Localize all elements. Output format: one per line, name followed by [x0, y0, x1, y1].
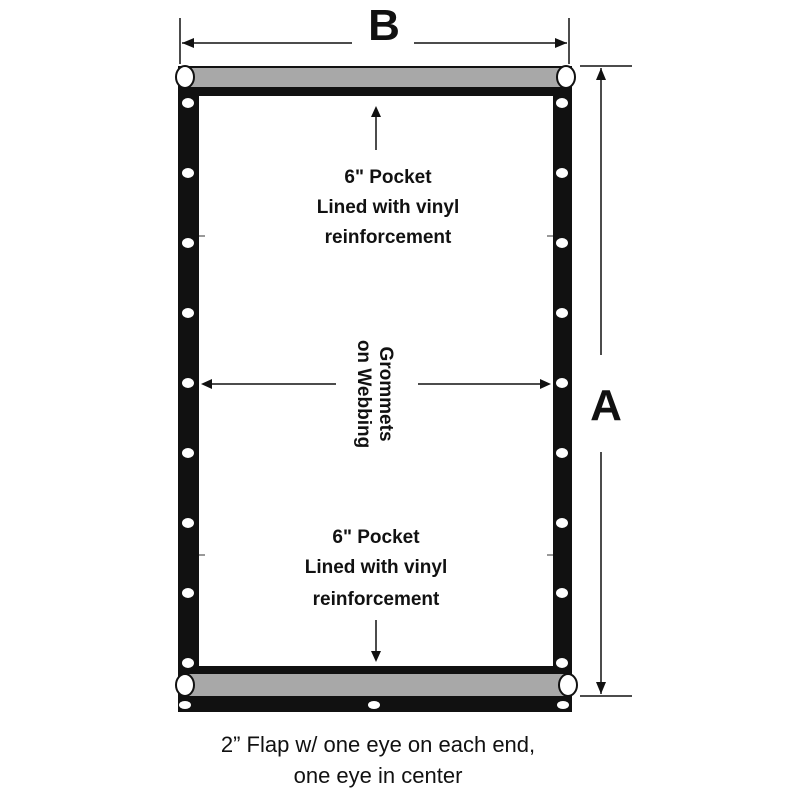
bottom-pocket-text-3: reinforcement — [313, 589, 440, 610]
grommet — [182, 588, 194, 598]
webbing-text-1: Grommets — [375, 346, 396, 441]
grommet — [556, 518, 568, 528]
bottom-pocket-arrowhead — [371, 651, 381, 662]
width-dimension: B — [179, 1, 570, 64]
bottom-pocket-text-2: Lined with vinyl — [305, 557, 448, 578]
top-pocket-annotation: 6" Pocket Lined with vinyl reinforcement — [317, 106, 460, 248]
top-pocket-text-2: Lined with vinyl — [317, 197, 460, 218]
left-webbing-grommets — [182, 98, 194, 668]
top-pocket-arrowhead — [371, 106, 381, 117]
grommet — [556, 448, 568, 458]
webbing-text-2: on Webbing — [353, 340, 374, 448]
bottom-pocket-fill — [184, 674, 566, 696]
webbing-arrowhead-left — [201, 379, 212, 389]
width-dimension-arrowhead-left — [182, 38, 194, 48]
grommet — [556, 168, 568, 178]
height-label: A — [590, 381, 622, 430]
top-pocket-text-1: 6" Pocket — [344, 167, 432, 188]
top-left-eye-grommet — [175, 65, 195, 89]
bottom-pocket-bar — [175, 673, 578, 697]
grommet — [182, 238, 194, 248]
bottom-left-eye-grommet — [175, 673, 195, 697]
grommet — [182, 518, 194, 528]
flap-caption: 2” Flap w/ one eye on each end, one eye … — [221, 732, 535, 788]
grommet — [556, 98, 568, 108]
frame-interior — [199, 96, 553, 666]
caption-line-1: 2” Flap w/ one eye on each end, — [221, 732, 535, 757]
webbing-annotation: Grommets on Webbing — [201, 340, 551, 448]
webbing-arrowhead-right — [540, 379, 551, 389]
height-dimension-arrowhead-top — [596, 68, 606, 80]
grommet — [182, 98, 194, 108]
grommet — [556, 588, 568, 598]
bottom-pocket-text-1: 6" Pocket — [332, 527, 420, 548]
top-right-eye-grommet — [556, 65, 576, 89]
height-dimension: A — [580, 65, 632, 697]
grommet — [556, 658, 568, 668]
grommet — [556, 378, 568, 388]
width-dimension-arrowhead-right — [555, 38, 567, 48]
grommet — [182, 168, 194, 178]
grommet — [182, 378, 194, 388]
height-dimension-arrowhead-bottom — [596, 682, 606, 694]
bottom-flap-grommets — [179, 701, 569, 709]
grommet — [182, 308, 194, 318]
grommet — [557, 701, 569, 709]
grommet — [182, 658, 194, 668]
bottom-pocket-annotation: 6" Pocket Lined with vinyl reinforcement — [305, 527, 448, 662]
top-pocket-fill — [184, 68, 566, 87]
grommet — [556, 308, 568, 318]
top-pocket-text-3: reinforcement — [325, 227, 452, 248]
net-frame — [178, 66, 572, 712]
grommet — [556, 238, 568, 248]
width-label: B — [368, 1, 400, 50]
right-webbing-grommets — [556, 98, 568, 668]
grommet — [179, 701, 191, 709]
bottom-right-eye-grommet — [558, 673, 578, 697]
grommet — [368, 701, 380, 709]
top-pocket-bar — [175, 65, 576, 89]
caption-line-2: one eye in center — [294, 763, 463, 788]
grommet — [182, 448, 194, 458]
